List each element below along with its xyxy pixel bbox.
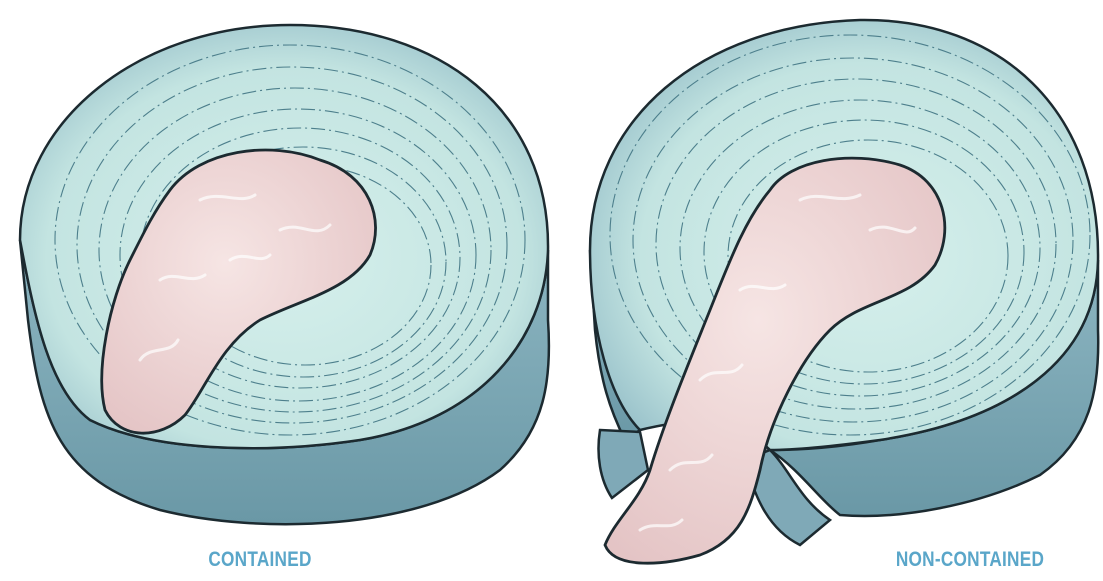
contained-disc <box>20 25 549 524</box>
non-contained-disc <box>590 20 1098 563</box>
caption-non-contained: NON-CONTAINED <box>872 548 1069 576</box>
caption-contained: CONTAINED <box>170 548 350 576</box>
